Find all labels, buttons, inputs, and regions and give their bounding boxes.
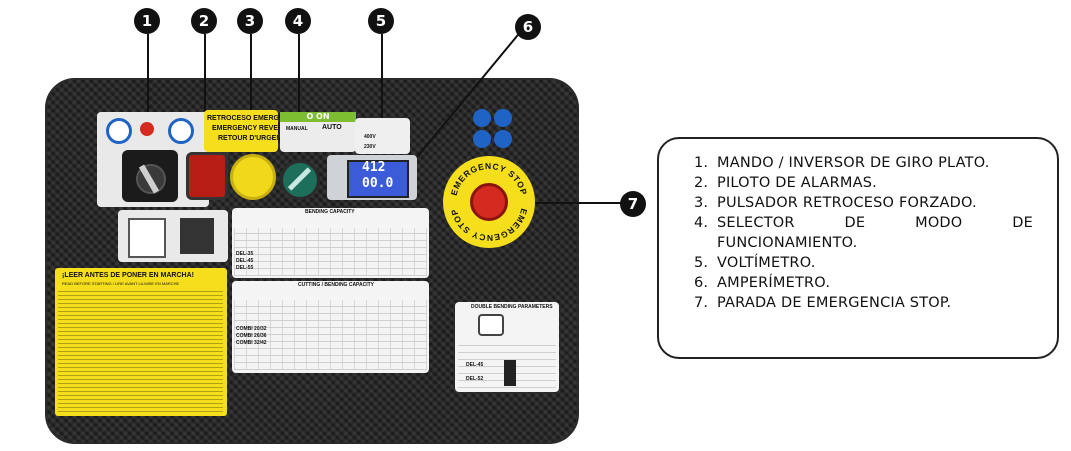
reverse-push-button[interactable]	[230, 154, 276, 200]
mode-manual-label: MANUAL	[286, 126, 308, 132]
warning-text-block	[58, 290, 223, 412]
rotation-ccw-icon	[106, 118, 132, 144]
legend-item-4-line1: SELECTOR DE MODO DE	[717, 213, 1033, 233]
legend-word-modo: MODO	[915, 215, 963, 231]
legend-item-1: MANDO / INVERSOR DE GIRO PLATO.	[713, 153, 1033, 173]
leader-line-5	[381, 34, 383, 144]
hazard-hand-icon	[128, 218, 166, 258]
warning-sticker	[55, 268, 227, 416]
callout-7: 7	[620, 191, 646, 217]
safety-boots-icon	[473, 109, 491, 127]
reverse-label-line3: RETOUR D'URGENCE	[218, 135, 292, 142]
alarm-icon	[140, 122, 154, 136]
legend-list: MANDO / INVERSOR DE GIRO PLATO. PILOTO D…	[683, 153, 1033, 313]
mode-auto-label: AUTO	[322, 124, 342, 131]
leader-line-4	[298, 34, 300, 154]
double-dark-col	[504, 360, 516, 386]
callout-4: 4	[285, 8, 311, 34]
mode-selector-knob[interactable]	[280, 160, 320, 200]
volt-tag-230: 230V	[364, 144, 376, 150]
mode-header: O ON	[280, 112, 356, 122]
callout-2: 2	[191, 8, 217, 34]
double-row-1: DEL-45	[466, 362, 484, 368]
double-row-2: DEL-52	[466, 376, 484, 382]
legend-item-7: PARADA DE EMERGENCIA STOP.	[713, 293, 1033, 313]
warning-subtitle: READ BEFORE STARTING / LIRE AVANT LA MIS…	[62, 281, 180, 286]
combi-row-3: COMBI 32/42	[236, 340, 267, 346]
ammeter-readout: 00.0	[362, 176, 394, 191]
warning-title: ¡LEER ANTES DE PONER EN MARCHA!	[62, 272, 194, 279]
cutting-capacity-title: CUTTING / BENDING CAPACITY	[298, 282, 375, 288]
legend-word-de: DE	[844, 215, 866, 231]
leader-line-2	[204, 34, 206, 152]
callout-1: 1	[134, 8, 160, 34]
legend-item-4: SELECTOR DE MODO DE FUNCIONAMIENTO.	[713, 213, 1033, 253]
leader-line-1	[147, 34, 149, 134]
legend-item-4-line2: FUNCIONAMIENTO.	[717, 235, 858, 251]
legend-box: MANDO / INVERSOR DE GIRO PLATO. PILOTO D…	[657, 137, 1059, 359]
safety-manual-icon	[473, 130, 491, 148]
combi-row-2: COMBI 26/36	[236, 333, 267, 339]
reverse-label-line1: RETROCESO EMERGENCIA	[207, 115, 301, 122]
meter-screen	[347, 160, 409, 198]
bending-capacity-title: BENDING CAPACITY	[305, 209, 355, 215]
legend-word-selector: SELECTOR	[717, 215, 795, 231]
callout-6: 6	[515, 14, 541, 40]
reverse-label-line2: EMERGENCY REVERSE	[212, 125, 293, 132]
legend-item-3: PULSADOR RETROCESO FORZADO.	[713, 193, 1033, 213]
meter-label-plate	[355, 118, 410, 154]
legend-item-2: PILOTO DE ALARMAS.	[713, 173, 1033, 193]
safety-gloves-icon	[494, 109, 512, 127]
reverse-label-plate	[204, 110, 278, 152]
bending-row-2: DEL-45	[236, 258, 254, 264]
emergency-stop-button[interactable]	[470, 183, 508, 221]
rotation-selector-knob[interactable]	[122, 150, 178, 202]
lever-icon	[180, 218, 214, 254]
bending-row-3: DEL-55	[236, 265, 254, 271]
combi-row-1: COMBI 20/32	[236, 326, 267, 332]
voltmeter-readout: 412	[362, 160, 386, 175]
bending-grid	[234, 228, 427, 276]
legend-item-5: VOLTÍMETRO.	[713, 253, 1033, 273]
double-bending-title: DOUBLE BENDING PARAMETERS	[471, 304, 553, 310]
safety-ear-icon	[494, 130, 512, 148]
rotation-cw-icon	[168, 118, 194, 144]
legend-word-de-2: DE	[1012, 215, 1033, 231]
leader-line-3	[250, 34, 252, 152]
callout-5: 5	[368, 8, 394, 34]
cutting-grid	[234, 300, 427, 370]
volt-tag-400: 400V	[364, 134, 376, 140]
double-bending-gear-icon	[478, 314, 504, 336]
alarm-pilot-light	[186, 152, 228, 200]
bending-row-1: DEL-35	[236, 251, 254, 257]
legend-item-6: AMPERÍMETRO.	[713, 273, 1033, 293]
callout-3: 3	[237, 8, 263, 34]
